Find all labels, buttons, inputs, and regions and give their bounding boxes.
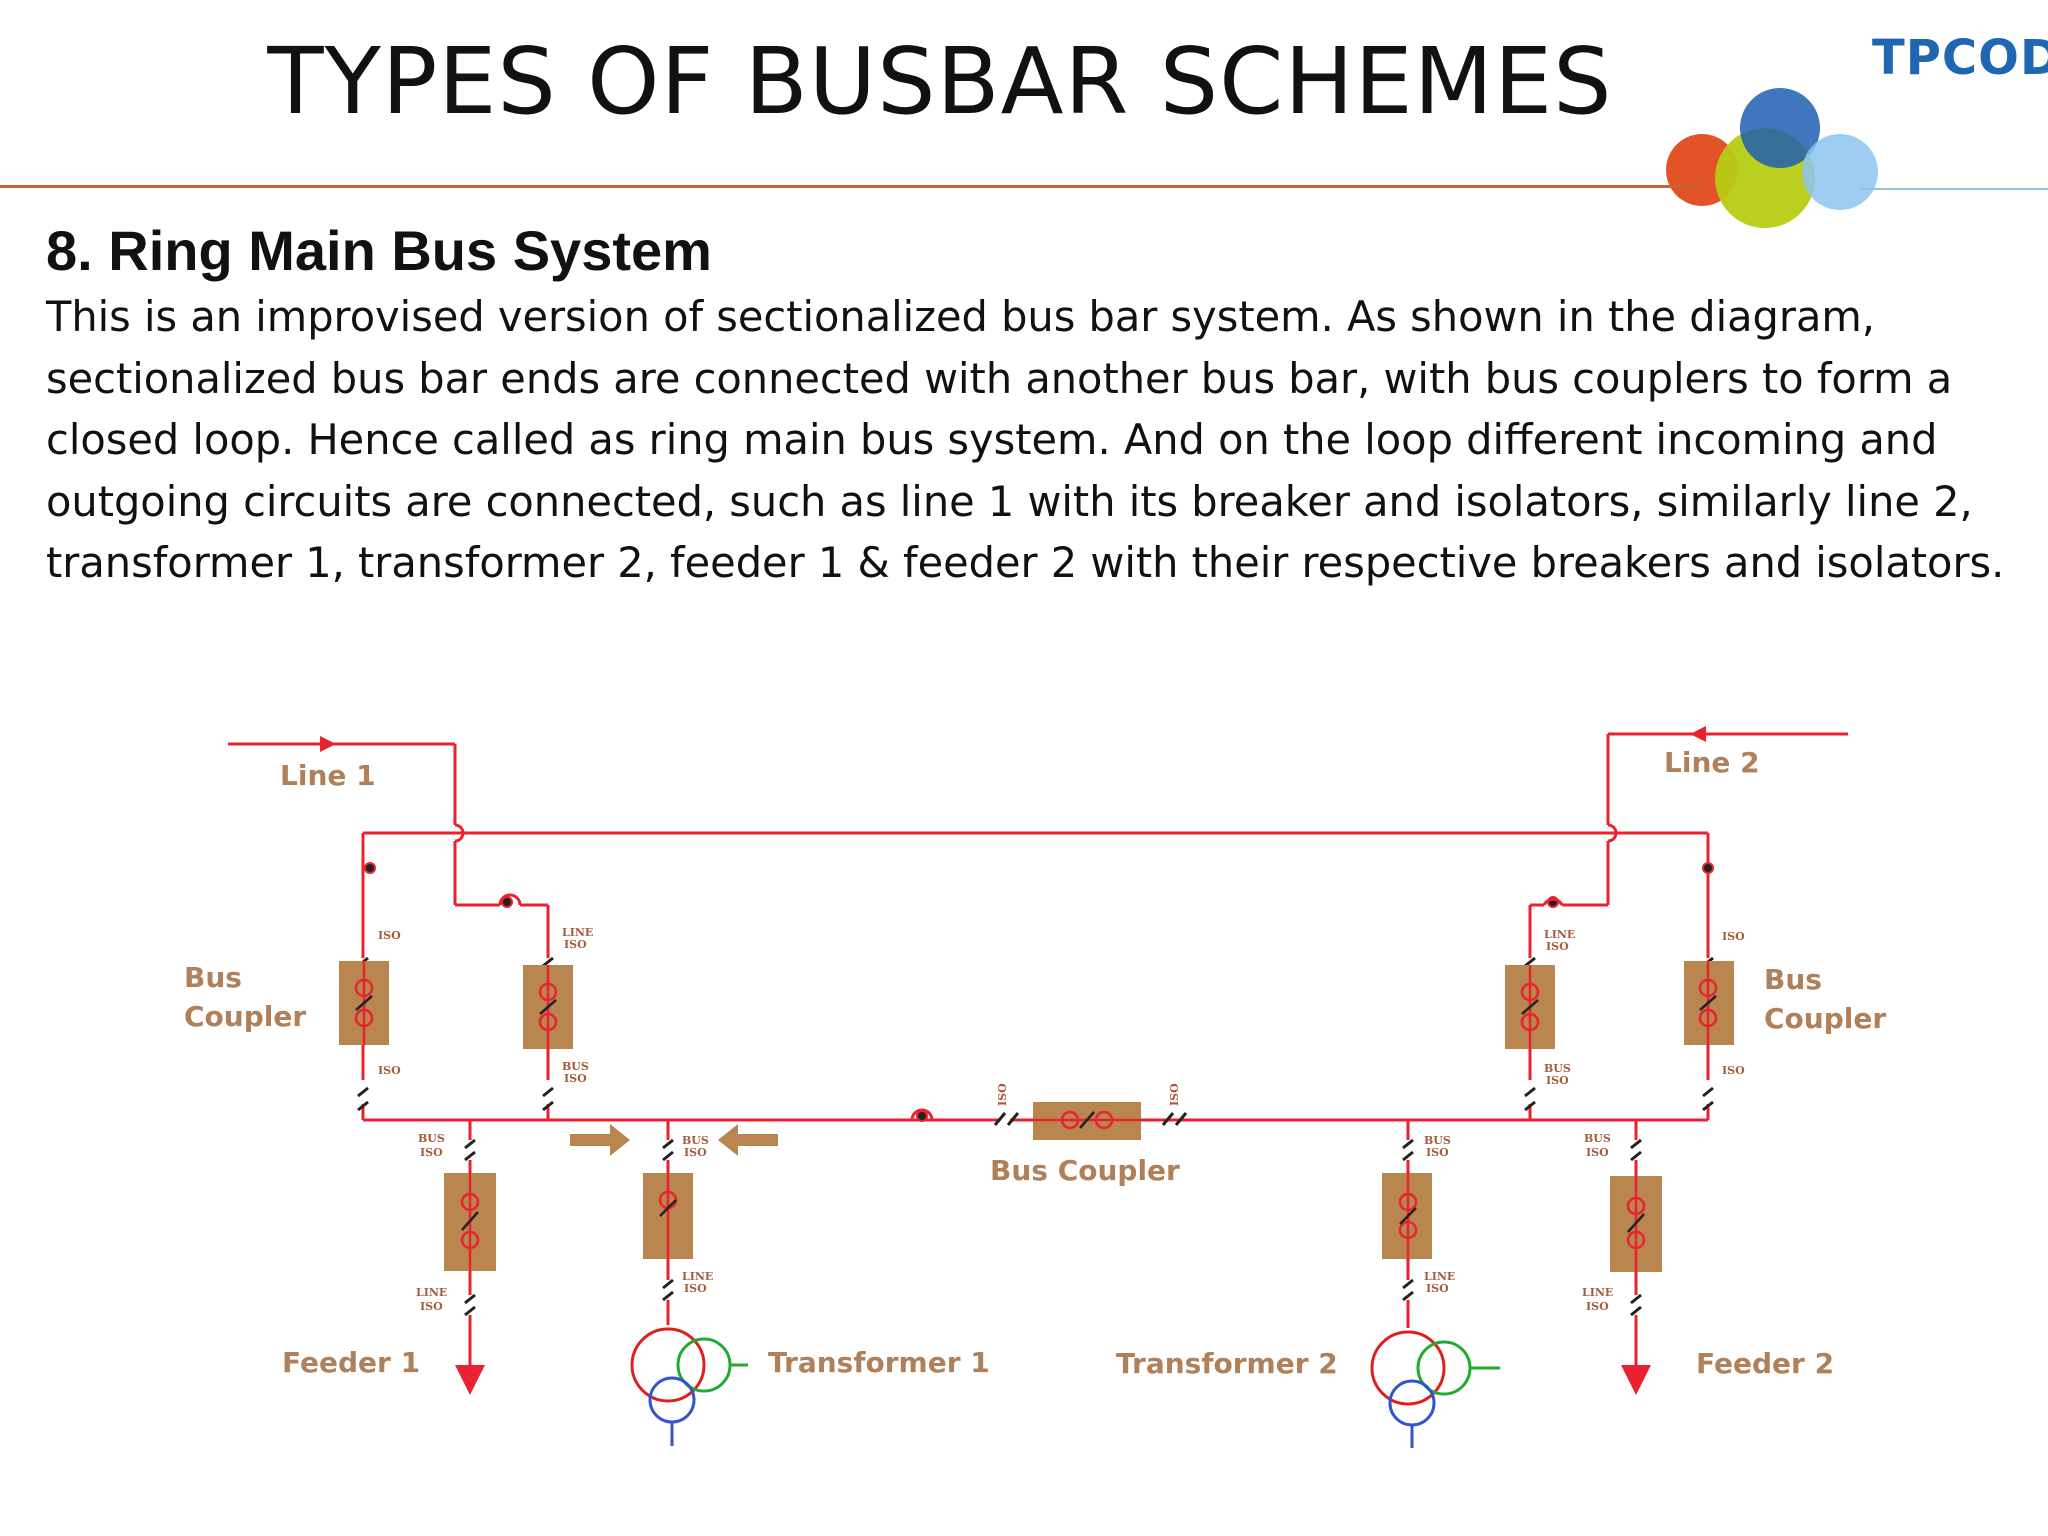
label-iso: ISO	[1586, 1300, 1609, 1313]
label-iso: ISO	[420, 1300, 443, 1313]
contact-dot-icon	[916, 1110, 928, 1122]
company-logo-text: TPCODL	[1872, 30, 2048, 86]
bus-wiring	[228, 732, 1848, 1395]
label-bus-coupler-right-1: Bus	[1764, 963, 1822, 996]
label-iso: ISO	[684, 1282, 707, 1295]
ring-main-bus-diagram: Line 1 Line 2 Bus Coupler Bus Coupler Bu…	[184, 726, 1886, 1448]
label-feeder1: Feeder 1	[282, 1346, 420, 1379]
paragraph-line: This is an improvised version of section…	[46, 292, 1875, 341]
flow-arrow-right-icon	[570, 1124, 630, 1156]
paragraph-line: transformer 1, transformer 2, feeder 1 &…	[46, 538, 2005, 587]
label-iso: ISO	[564, 1072, 587, 1085]
label-iso: ISO	[564, 938, 587, 951]
label-bus-coupler-left-1: Bus	[184, 961, 242, 994]
logo-circles-graphic	[1666, 88, 1878, 228]
transformer1-primary-icon	[630, 1327, 706, 1403]
slide-title: TYPES OF BUSBAR SCHEMES	[267, 28, 1613, 135]
label-iso: ISO	[378, 1064, 401, 1077]
label-line: LINE	[1424, 1270, 1455, 1283]
label-iso: ISO	[1546, 1074, 1569, 1087]
label-bus: BUS	[1584, 1132, 1611, 1145]
label-iso: ISO	[1586, 1146, 1609, 1159]
label-iso: ISO	[1426, 1146, 1449, 1159]
label-iso: ISO	[1426, 1282, 1449, 1295]
label-iso: ISO	[1722, 930, 1745, 943]
label-bus-coupler-left-2: Coupler	[184, 1000, 306, 1033]
label-line2: Line 2	[1664, 746, 1760, 779]
label-line: LINE	[562, 926, 593, 939]
flow-arrow-left-icon	[718, 1124, 778, 1156]
label-bus: BUS	[1544, 1062, 1571, 1075]
header-divider	[0, 185, 1700, 188]
label-feeder2: Feeder 2	[1696, 1347, 1834, 1380]
label-iso: ISO	[684, 1146, 707, 1159]
label-bus: BUS	[418, 1132, 445, 1145]
paragraph-line: closed loop. Hence called as ring main b…	[46, 415, 1938, 464]
label-transformer2: Transformer 2	[1116, 1347, 1338, 1380]
label-line: LINE	[416, 1286, 447, 1299]
label-line: LINE	[1544, 928, 1575, 941]
line1-arrow-icon	[320, 736, 336, 752]
section-heading: 8. Ring Main Bus System	[46, 219, 712, 282]
label-bus: BUS	[562, 1060, 589, 1073]
line2-arrow-icon	[1690, 726, 1706, 742]
label-bus: BUS	[1424, 1134, 1451, 1147]
label-iso: ISO	[1546, 940, 1569, 953]
label-iso: ISO	[996, 1083, 1009, 1106]
label-bus: BUS	[682, 1134, 709, 1147]
label-line1: Line 1	[280, 759, 376, 792]
label-iso: ISO	[1722, 1064, 1745, 1077]
transformer2-primary-icon	[1370, 1330, 1446, 1406]
label-iso: ISO	[420, 1146, 443, 1159]
paragraph-line: sectionalized bus bar ends are connected…	[46, 353, 1953, 403]
label-bus-coupler-right-2: Coupler	[1764, 1002, 1886, 1035]
contact-dot-icon	[1702, 862, 1714, 874]
label-iso: ISO	[1168, 1083, 1181, 1106]
description-paragraph: This is an improvised version of section…	[46, 286, 2026, 594]
label-line: LINE	[682, 1270, 713, 1283]
label-bus-coupler-center: Bus Coupler	[990, 1154, 1180, 1187]
paragraph-line: outgoing circuits are connected, such as…	[46, 476, 1973, 526]
label-iso: ISO	[378, 929, 401, 942]
label-transformer1: Transformer 1	[768, 1346, 990, 1379]
header-divider-right	[1860, 188, 2048, 190]
label-line: LINE	[1582, 1286, 1613, 1299]
contact-dot-icon	[364, 862, 376, 874]
